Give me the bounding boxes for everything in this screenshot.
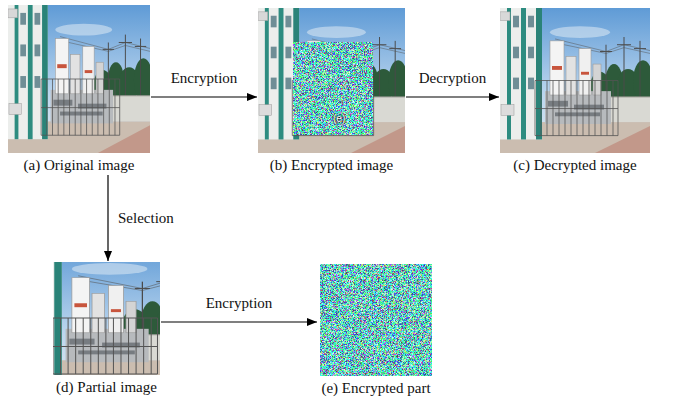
image-caption: (a) Original image bbox=[24, 156, 135, 174]
flow-arrow bbox=[161, 321, 317, 322]
encrypted-part-noise bbox=[320, 264, 432, 376]
arrow-label: Encryption bbox=[169, 69, 240, 87]
overlay-mark: (e) bbox=[333, 113, 345, 125]
image-panel: (d) Partial image bbox=[53, 262, 160, 396]
encrypted-photo bbox=[258, 8, 408, 153]
image-area bbox=[500, 8, 650, 153]
image-caption: (c) Decrypted image bbox=[513, 156, 636, 174]
flow-arrow bbox=[107, 175, 108, 261]
image-panel: (e) Encrypted part bbox=[318, 264, 434, 397]
image-area bbox=[8, 5, 150, 153]
image-panel: (c) Decrypted image bbox=[500, 8, 650, 174]
arrow-label: Encryption bbox=[204, 294, 275, 312]
image-panel: (a) Original image bbox=[8, 5, 150, 174]
original-photo bbox=[8, 5, 153, 153]
flow-arrow bbox=[406, 96, 499, 97]
arrow-label: Decryption bbox=[417, 69, 488, 87]
image-caption: (b) Encrypted image bbox=[270, 156, 393, 174]
image-caption: (d) Partial image bbox=[56, 378, 157, 396]
partial-photo bbox=[9, 244, 202, 391]
image-area bbox=[53, 262, 160, 375]
arrow-label: Selection bbox=[116, 209, 176, 227]
flow-arrow bbox=[151, 96, 257, 97]
image-area bbox=[320, 264, 432, 376]
decrypted-photo bbox=[500, 8, 653, 153]
image-caption: (e) Encrypted part bbox=[321, 379, 430, 397]
image-area bbox=[258, 8, 405, 153]
image-panel: (b) Encrypted image bbox=[258, 8, 405, 174]
